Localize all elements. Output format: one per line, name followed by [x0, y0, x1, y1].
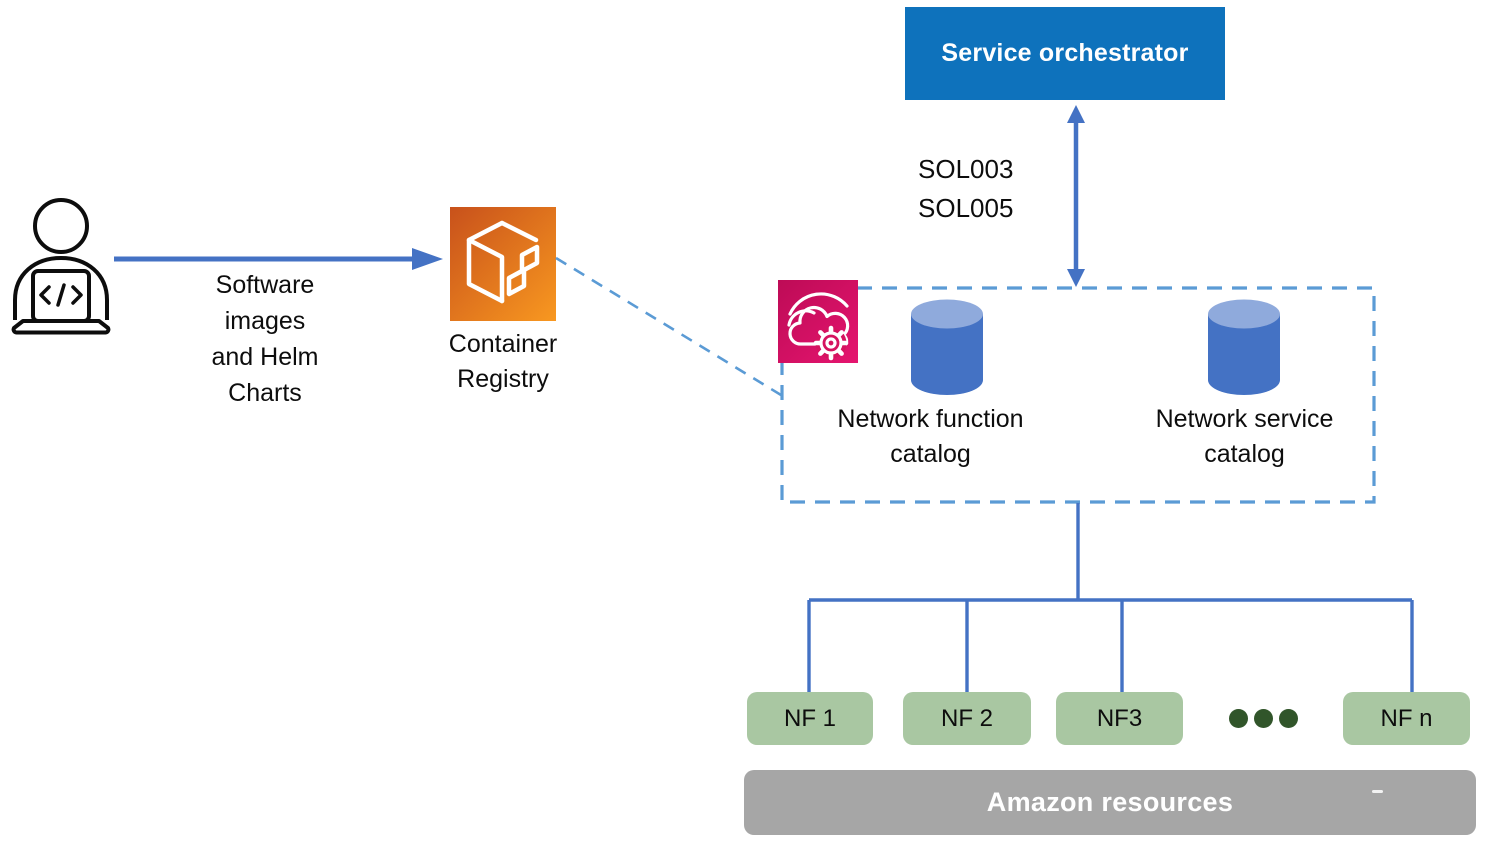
code-chevron-left	[39, 285, 51, 305]
service-orchestrator-box: Service orchestrator	[905, 7, 1225, 100]
arrowhead-right	[412, 248, 443, 270]
software-label-line: Charts	[228, 379, 302, 407]
sol-standards-label: SOL003 SOL005	[918, 150, 1013, 228]
catalog-label-line: catalog	[890, 440, 971, 468]
nf-connector-lines	[740, 501, 1440, 696]
arrowhead-up	[1067, 105, 1085, 123]
amazon-resources-bar: Amazon resources	[744, 770, 1476, 835]
cloud-gear-icon	[778, 280, 858, 363]
registry-fold-panel	[506, 244, 540, 297]
nf-n-box: NF n	[1343, 692, 1470, 745]
ellipsis-dot	[1279, 709, 1298, 728]
signal-arc-inner	[787, 309, 816, 327]
software-flow-arrow	[112, 246, 444, 272]
container-registry-icon	[450, 207, 556, 321]
bar-highlight-mark	[1372, 790, 1383, 793]
sol-line: SOL005	[918, 193, 1014, 223]
nf-3-label: NF3	[1096, 704, 1143, 732]
catalog-label-line: catalog	[1204, 440, 1285, 468]
gear	[813, 325, 849, 361]
network-service-catalog-db-icon	[1207, 299, 1281, 396]
ellipsis-dot	[1229, 709, 1248, 728]
cube-top-edge	[499, 220, 539, 243]
developer-head	[33, 198, 89, 254]
catalog-label-line: Network function	[837, 405, 1024, 433]
registry-label-line: Container	[448, 330, 558, 358]
ellipsis-dot	[1254, 709, 1273, 728]
software-label-line: images	[224, 307, 306, 335]
container-registry-label: Container Registry	[415, 327, 591, 397]
software-label-line: Software	[215, 271, 315, 299]
sol-line: SOL003	[918, 154, 1014, 184]
nf-n-label: NF n	[1380, 704, 1433, 732]
sol-interface-arrow	[1056, 105, 1096, 287]
code-chevron-right	[71, 285, 83, 305]
network-service-catalog-label: Network service catalog	[1122, 402, 1367, 472]
service-orchestrator-label: Service orchestrator	[941, 39, 1189, 67]
nf-ellipsis	[1229, 709, 1298, 728]
nf-2-label: NF 2	[940, 704, 993, 732]
arrowhead-down	[1067, 269, 1085, 287]
developer-at-laptop-icon	[6, 196, 112, 336]
nf-2-box: NF 2	[903, 692, 1031, 745]
network-function-catalog-label: Network function catalog	[808, 402, 1053, 472]
catalog-dashed-container	[780, 286, 1376, 504]
nf-1-box: NF 1	[747, 692, 873, 745]
nf-3-box: NF3	[1056, 692, 1183, 745]
software-images-label: Software images and Helm Charts	[170, 267, 360, 411]
nf-1-label: NF 1	[783, 704, 836, 732]
code-slash	[56, 283, 66, 307]
catalog-label-line: Network service	[1155, 405, 1334, 433]
network-function-catalog-db-icon	[910, 299, 984, 396]
software-label-line: and Helm	[211, 343, 319, 371]
amazon-resources-label: Amazon resources	[986, 787, 1234, 817]
signal-arc-outer	[788, 292, 849, 316]
laptop-base	[11, 319, 111, 335]
cube-front-edge	[466, 237, 505, 304]
cube-left-face	[466, 220, 505, 304]
registry-label-line: Registry	[457, 365, 549, 393]
registry-to-catalog-dashed-line	[548, 250, 790, 402]
